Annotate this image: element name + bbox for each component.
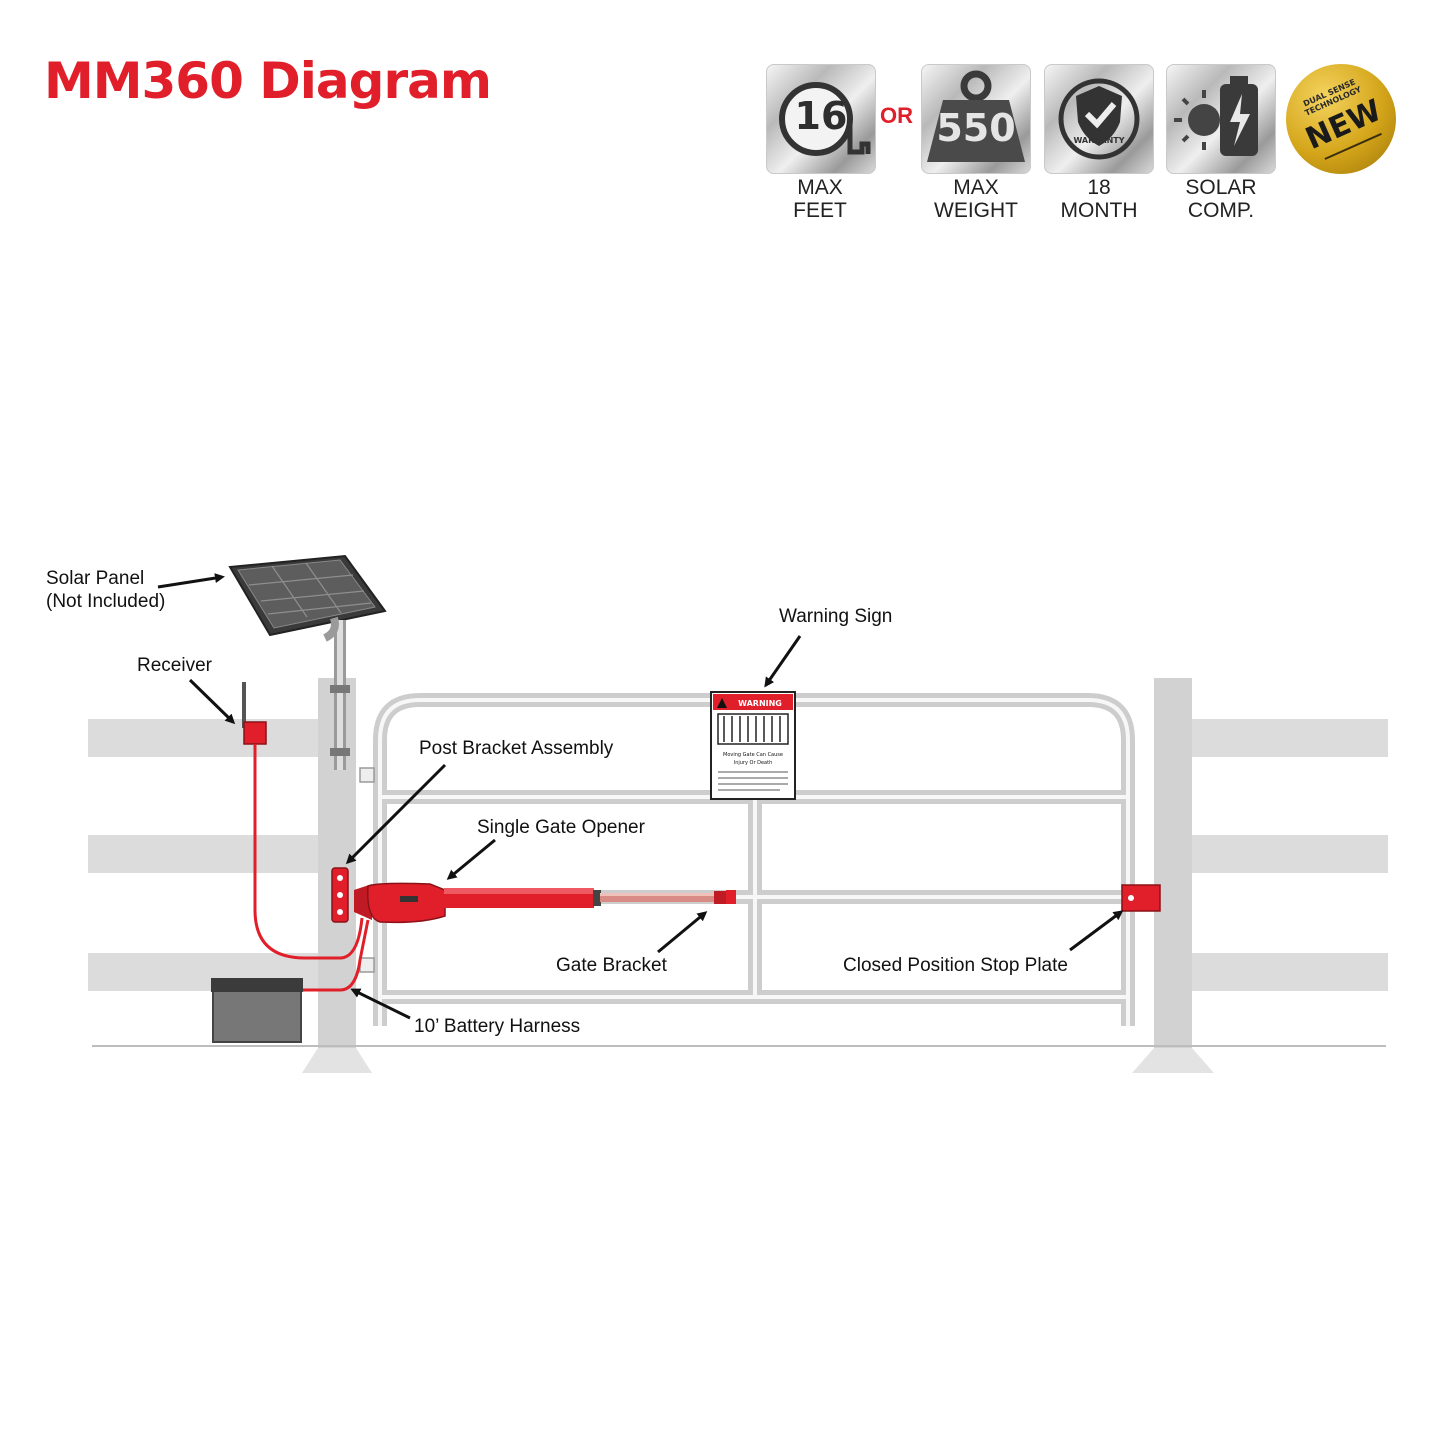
- gate-opener: [354, 882, 736, 924]
- post-bracket-callout: Post Bracket Assembly: [419, 738, 614, 759]
- solar-panel-arrow: [157, 573, 225, 589]
- solar-panel-callout: Solar Panel (Not Included): [46, 568, 166, 612]
- warning-sign: WARNING Moving Gate Can Cause Injury Or …: [710, 691, 796, 800]
- tape-measure-icon: [779, 82, 871, 156]
- max-weight-value: 550: [936, 106, 1016, 150]
- stop-plate-callout: Closed Position Stop Plate: [843, 955, 1068, 976]
- right-post: [1154, 678, 1192, 1073]
- battery-harness-arrow: [350, 988, 411, 1020]
- weight-icon: [927, 70, 1025, 162]
- post-bracket: [331, 867, 349, 923]
- warning-sign-callout: Warning Sign: [779, 606, 893, 627]
- page-title: MM360 Diagram: [44, 52, 492, 110]
- receiver: [242, 682, 267, 745]
- solar-battery-icon: [1174, 76, 1258, 156]
- fence-rails: [88, 719, 1388, 991]
- receiver-arrow: [188, 678, 236, 725]
- or-separator: OR: [880, 103, 913, 128]
- stop-plate-arrow: [1069, 910, 1124, 952]
- warning-sign-line2: Injury Or Death: [734, 760, 773, 766]
- battery: [211, 978, 303, 1043]
- gate-hinges: [359, 767, 375, 973]
- left-post-base: [302, 1048, 372, 1073]
- warning-sign-header: WARNING: [738, 699, 782, 708]
- gate-opener-callout: Single Gate Opener: [477, 817, 645, 838]
- solar-badge: [1166, 64, 1276, 174]
- warning-sign-line1: Moving Gate Can Cause: [723, 752, 783, 758]
- gate-bracket-arrow: [657, 911, 708, 954]
- wiring: [253, 744, 370, 992]
- tape-measure-badge: 16: [766, 64, 876, 174]
- weight-badge: 550: [921, 64, 1031, 174]
- solar-panel: [228, 554, 387, 770]
- warranty-badge: WARRANTY: [1044, 64, 1154, 174]
- stop-plate: [1121, 884, 1161, 912]
- right-post-base: [1132, 1048, 1214, 1073]
- receiver-callout: Receiver: [137, 655, 212, 676]
- max-feet-value: 16: [794, 94, 848, 138]
- gate-bracket-callout: Gate Bracket: [556, 955, 667, 976]
- post-bracket-arrow: [345, 763, 447, 865]
- warranty-shield-icon: [1058, 78, 1140, 160]
- warranty-text: WARRANTY: [1073, 136, 1125, 145]
- gate-opener-arrow: [446, 838, 496, 880]
- warning-sign-arrow: [764, 635, 802, 688]
- battery-harness-callout: 10’ Battery Harness: [414, 1016, 581, 1037]
- callout-arrows: [157, 573, 1124, 1020]
